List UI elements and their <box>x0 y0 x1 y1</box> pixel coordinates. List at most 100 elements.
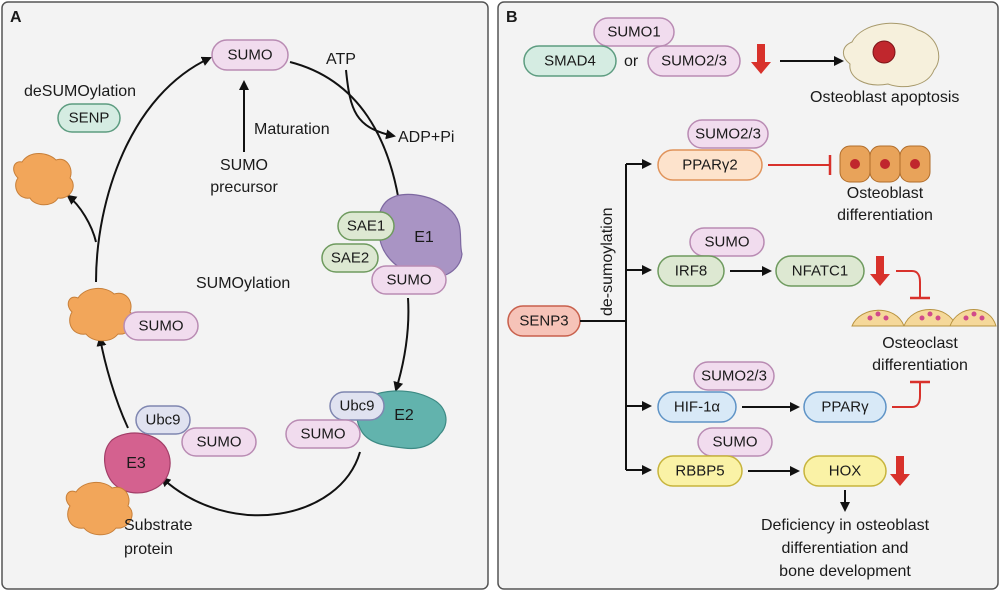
atp-label: ATP <box>326 51 356 68</box>
osteoblast-nucleus-3 <box>910 159 920 169</box>
inhibit-nfatc1-line <box>896 270 921 298</box>
down-arrow-nfatc1 <box>870 256 890 286</box>
nfatc1-label: NFATC1 <box>792 263 848 280</box>
e1-sumo-pill <box>371 265 447 295</box>
hif-sumo-label: SUMO2/3 <box>701 368 767 385</box>
osteoclast-nucleus <box>883 315 889 321</box>
down-arrow-sumo23 <box>751 44 771 74</box>
rbbp5-label: RBBP5 <box>675 463 724 480</box>
e3-shape <box>104 432 171 494</box>
smad4-label: SMAD4 <box>544 53 596 70</box>
ob-diff-label-1: Osteoblast <box>847 185 924 202</box>
panel-b-letter: B <box>506 9 518 26</box>
osteoclast-cell-1 <box>851 309 905 327</box>
sumo23-top-pill <box>647 45 741 77</box>
down-arrow-hox <box>890 456 910 486</box>
maturation-label: Maturation <box>254 121 330 138</box>
ob-diff-label-2: differentiation <box>837 207 933 224</box>
conj-sumo-pill <box>123 311 199 341</box>
senp-pill <box>57 103 121 133</box>
desumoylation-label: deSUMOylation <box>24 83 136 100</box>
senp3-label: SENP3 <box>519 313 568 330</box>
rbbp5-pill <box>657 455 743 487</box>
osteoclast-nucleus <box>867 315 873 321</box>
ubc9-e2-pill <box>329 391 385 421</box>
sumo1-label: SUMO1 <box>607 24 660 41</box>
osteoclast-nucleus <box>963 315 969 321</box>
ubc9-e3-label: Ubc9 <box>145 412 180 429</box>
oc-diff-label-1: Osteoclast <box>882 335 958 352</box>
arrow-sumo-to-e1 <box>289 61 404 210</box>
sae1-pill <box>337 211 395 241</box>
pparg-label: PPARγ <box>821 399 869 416</box>
rbbp5-sumo-pill <box>697 427 773 457</box>
osteoclast-cell-3 <box>949 309 997 327</box>
pparg2-sumo-pill <box>687 119 769 149</box>
osteoclast-nucleus <box>919 315 925 321</box>
e2-sumo-pill <box>285 419 361 449</box>
arrow-e1-to-e2 <box>393 297 410 392</box>
hif1a-pill <box>657 391 737 423</box>
e2-label: E2 <box>394 407 414 424</box>
sae2-label: SAE2 <box>331 250 369 267</box>
conjugated-protein-shape <box>67 288 135 342</box>
hif-sumo-pill <box>693 361 775 391</box>
conj-sumo-label: SUMO <box>139 318 184 335</box>
rbbp5-sumo-label: SUMO <box>713 434 758 451</box>
e3-sumo-label: SUMO <box>197 434 242 451</box>
hox-pill <box>803 455 887 487</box>
osteoclast-nucleus <box>935 315 941 321</box>
irf8-sumo-label: SUMO <box>705 234 750 251</box>
osteoclast-nucleus <box>875 311 881 317</box>
sae2-pill <box>321 243 379 273</box>
osteoclast-nucleus <box>971 311 977 317</box>
e3-label: E3 <box>126 455 146 472</box>
pparg-pill <box>803 391 887 423</box>
e1-sumo-label: SUMO <box>387 272 432 289</box>
de-sumoylation-label: de-sumoylation <box>599 208 616 317</box>
sumo1-pill <box>593 17 675 47</box>
oc-diff-label-2: differentiation <box>872 357 968 374</box>
sumoylation-label: SUMOylation <box>196 275 290 292</box>
sae1-label: SAE1 <box>347 218 385 235</box>
precursor-label-1: SUMO <box>220 157 268 174</box>
released-protein-shape <box>13 153 74 206</box>
apoptotic-nucleus <box>872 40 896 64</box>
arrow-e2-to-e3 <box>160 451 361 517</box>
irf8-pill <box>657 255 725 287</box>
substrate-protein-shape <box>65 482 133 536</box>
pparg2-sumo-label: SUMO2/3 <box>695 126 761 143</box>
osteoclast-nucleus <box>927 311 933 317</box>
irf8-label: IRF8 <box>675 263 708 280</box>
osteoblast-nucleus-2 <box>880 159 890 169</box>
osteoblast-nucleus-1 <box>850 159 860 169</box>
arrow-e3-to-conjugate <box>96 336 129 429</box>
sumo-top-pill <box>211 39 289 71</box>
sumo23-top-label: SUMO2/3 <box>661 53 727 70</box>
substrate-label-2: protein <box>124 541 173 558</box>
ob-apoptosis-label: Osteoblast apoptosis <box>810 89 959 106</box>
ubc9-e2-label: Ubc9 <box>339 398 374 415</box>
pparg2-label: PPARγ2 <box>682 157 738 174</box>
arrow-desumoylation <box>95 56 212 283</box>
sumo-top-label: SUMO <box>228 47 273 64</box>
arrow-atp-to-adp <box>345 69 396 140</box>
senp-label: SENP <box>69 110 110 127</box>
irf8-sumo-pill <box>689 227 765 257</box>
arrow-release-protein <box>66 194 97 243</box>
panel-a-letter: A <box>10 9 22 26</box>
substrate-label-1: Substrate <box>124 517 193 534</box>
e3-sumo-pill <box>181 427 257 457</box>
e2-sumo-label: SUMO <box>301 426 346 443</box>
osteoclast-nucleus <box>979 315 985 321</box>
e1-label: E1 <box>414 229 434 246</box>
adp-label: ADP+Pi <box>398 129 454 146</box>
inhibit-pparg-line <box>892 382 921 408</box>
precursor-label-2: precursor <box>210 179 278 196</box>
smad4-pill <box>523 45 617 77</box>
nfatc1-pill <box>775 255 865 287</box>
deficiency-label-2: differentiation and <box>782 540 909 557</box>
ubc9-e3-pill <box>135 405 191 435</box>
or-label: or <box>624 53 639 70</box>
